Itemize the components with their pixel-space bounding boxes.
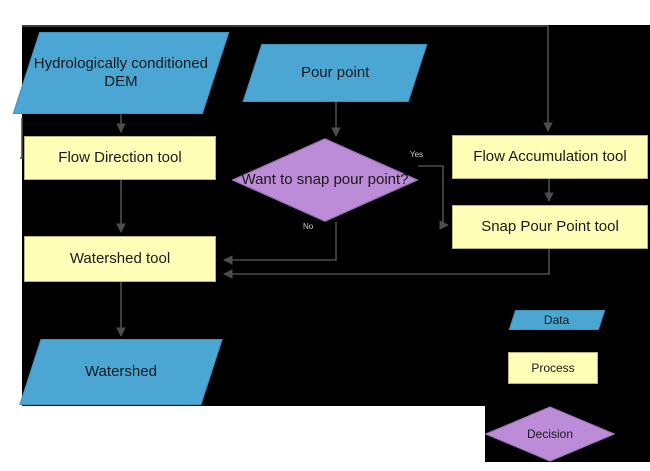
legend-item-process: Process — [508, 352, 598, 384]
legend-item-data: Data — [508, 310, 606, 330]
node-watershed[interactable]: Watershed — [19, 339, 223, 405]
legend-label: Data — [544, 312, 570, 327]
node-flow-direction-tool[interactable]: Flow Direction tool — [24, 136, 216, 180]
node-decision-want-to-snap-pour-point[interactable]: Want to snap pour point? — [232, 138, 418, 222]
edge-snap-to-watershedtool — [223, 249, 550, 279]
node-label: Snap Pour Point tool — [481, 217, 619, 235]
node-label: Watershed — [85, 362, 157, 380]
edge-decision-yes-to-snap — [418, 165, 449, 230]
legend-label: Process — [531, 360, 575, 375]
node-watershed-tool[interactable]: Watershed tool — [24, 236, 216, 282]
node-label: Watershed tool — [69, 249, 171, 267]
node-label: Want to snap pour point? — [241, 170, 409, 188]
node-flow-accumulation-tool[interactable]: Flow Accumulation tool — [452, 135, 648, 179]
node-snap-pour-point-tool[interactable]: Snap Pour Point tool — [452, 205, 648, 249]
node-label: Pour point — [300, 63, 370, 81]
diamond-shape — [485, 406, 615, 462]
edge-left-rail — [20, 118, 23, 159]
node-label: Hydrologically conditioned DEM — [33, 54, 209, 90]
edge-decision-no-to-watershedtool — [223, 222, 337, 265]
edge-label-no: No — [303, 222, 314, 231]
legend-item-decision: Decision — [485, 406, 615, 462]
diamond-shape — [232, 138, 418, 222]
node-label: Flow Direction tool — [58, 148, 182, 166]
node-pour-point[interactable]: Pour point — [242, 44, 428, 102]
node-label: Flow Accumulation tool — [473, 147, 627, 165]
node-hydrologically-conditioned-dem[interactable]: Hydrologically conditioned DEM — [12, 32, 230, 114]
legend-label: Decision — [526, 426, 574, 441]
edge-dem-to-flowacc — [22, 25, 553, 132]
edge-label-yes: Yes — [410, 150, 424, 159]
